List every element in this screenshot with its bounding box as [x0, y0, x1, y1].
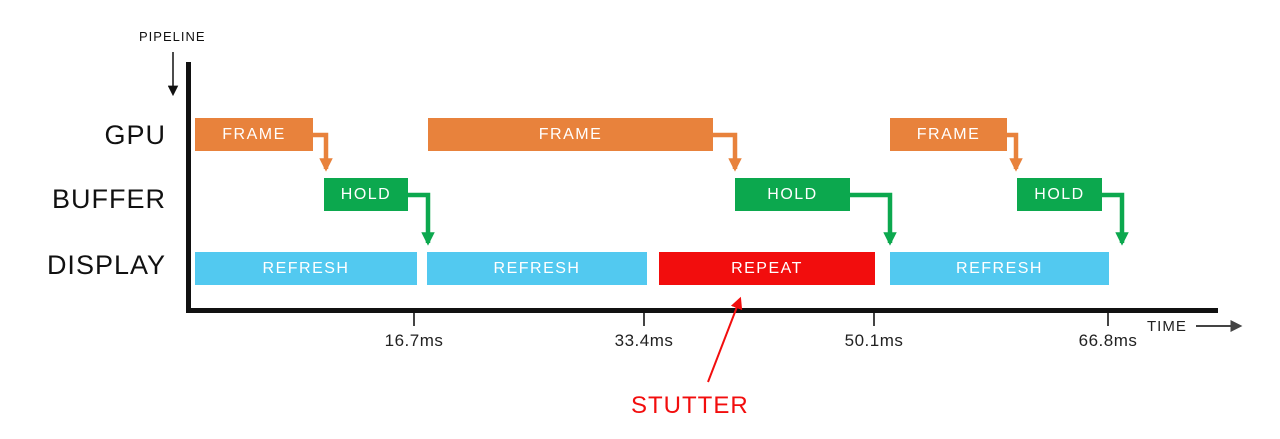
- frame-bar-2: FRAME: [428, 118, 713, 151]
- tick-label-66-8ms: 66.8ms: [1078, 331, 1138, 350]
- frame1-to-hold1-arrow: [313, 132, 333, 172]
- tick-label-50-1ms: 50.1ms: [844, 331, 904, 350]
- tick-label-33-4ms: 33.4ms: [614, 331, 674, 350]
- hold-bar-2: HOLD: [735, 178, 850, 211]
- hold2-to-refresh3-arrow: [850, 192, 897, 246]
- time-axis-label: TIME: [1147, 318, 1187, 335]
- frame-bar-3: FRAME: [890, 118, 1007, 151]
- pipeline-axis-label: PIPELINE: [139, 29, 206, 44]
- repeat-bar: REPEAT: [659, 252, 875, 285]
- frame-bar-1: FRAME: [195, 118, 313, 151]
- pipeline-axis-vertical: [186, 62, 191, 313]
- refresh-bar-3: REFRESH: [890, 252, 1109, 285]
- frame3-to-hold3-arrow: [1007, 132, 1023, 172]
- frame2-to-hold2-arrow: [713, 132, 742, 172]
- stutter-annotation-label: STUTTER: [631, 392, 749, 419]
- tick-label-16-7ms: 16.7ms: [384, 331, 444, 350]
- row-label-gpu: GPU: [104, 120, 166, 150]
- hold3-to-display-arrow: [1102, 192, 1129, 246]
- hold-bar-3: HOLD: [1017, 178, 1102, 211]
- hold-bar-1: HOLD: [324, 178, 408, 211]
- hold1-to-refresh2-arrow: [408, 192, 435, 246]
- row-label-display: DISPLAY: [46, 250, 166, 280]
- row-label-buffer: BUFFER: [52, 184, 166, 214]
- axis-tick-marks: [413, 313, 1109, 326]
- refresh-bar-1: REFRESH: [195, 252, 417, 285]
- refresh-bar-2: REFRESH: [427, 252, 647, 285]
- time-axis-horizontal: [186, 308, 1218, 313]
